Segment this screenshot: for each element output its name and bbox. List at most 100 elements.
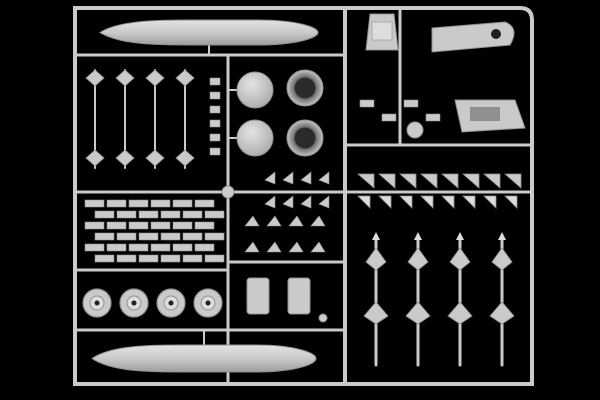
- brick-part: [150, 243, 171, 252]
- triangular-fin-small: [462, 195, 476, 209]
- tail-fin: [300, 171, 312, 185]
- triangular-fin: [503, 173, 522, 189]
- round-disc: [236, 71, 274, 109]
- small-lever: [425, 113, 441, 122]
- seat-detail: [371, 21, 393, 41]
- missile-fin-top: [85, 69, 105, 87]
- missile-fin-bottom: [175, 149, 195, 167]
- brick-part: [106, 199, 127, 208]
- brick-part: [116, 210, 137, 219]
- brick-part: [128, 243, 149, 252]
- brick-part: [84, 243, 105, 252]
- brick-part: [194, 221, 215, 230]
- triangular-fin-small: [399, 195, 413, 209]
- triangular-fin: [356, 173, 375, 189]
- small-bracket: [209, 147, 221, 156]
- brick-part: [182, 210, 203, 219]
- brick-part: [172, 221, 193, 230]
- panel-part: [287, 277, 311, 315]
- small-lever: [381, 113, 397, 122]
- ring-part: [286, 119, 324, 157]
- brick-part: [84, 199, 105, 208]
- arm-hole: [491, 29, 501, 39]
- brick-part: [138, 232, 159, 241]
- triangular-fin-small: [504, 195, 518, 209]
- brick-part: [94, 210, 115, 219]
- small-bracket: [209, 77, 221, 86]
- triangular-fin-small: [378, 195, 392, 209]
- missile-large-fin-top: [365, 247, 387, 271]
- wheel-axle-hole: [131, 300, 137, 306]
- missile-fin-bottom: [85, 149, 105, 167]
- tail-fin-large: [310, 215, 326, 227]
- brick-part: [204, 232, 225, 241]
- triangular-fin: [419, 173, 438, 189]
- brick-part: [116, 232, 137, 241]
- triangular-fin: [377, 173, 396, 189]
- missile-fin-top: [175, 69, 195, 87]
- tail-fin-large: [288, 241, 304, 253]
- tail-fin: [282, 195, 294, 209]
- missile-large-fin-bottom: [489, 301, 515, 325]
- brick-part: [204, 210, 225, 219]
- mechanism-wheel: [406, 121, 424, 139]
- brick-part: [138, 254, 159, 263]
- triangular-fin: [461, 173, 480, 189]
- missile-large-fin-bottom: [363, 301, 389, 325]
- triangular-fin: [398, 173, 417, 189]
- tail-fin-large: [288, 215, 304, 227]
- triangular-fin: [482, 173, 501, 189]
- brick-part: [160, 254, 181, 263]
- missile-large-nose: [456, 232, 464, 240]
- tail-fin: [264, 195, 276, 209]
- brick-part: [128, 221, 149, 230]
- small-bracket: [209, 105, 221, 114]
- mechanism-recess: [470, 107, 500, 121]
- missile-large-fin-top: [407, 247, 429, 271]
- triangular-fin: [440, 173, 459, 189]
- brick-part: [94, 254, 115, 263]
- missile-large-nose: [498, 232, 506, 240]
- brick-part: [182, 254, 203, 263]
- missile-large-fin-top: [449, 247, 471, 271]
- small-peg: [318, 313, 328, 323]
- missile-fin-top: [115, 69, 135, 87]
- triangular-fin-small: [441, 195, 455, 209]
- small-lever: [359, 99, 375, 108]
- tail-fin-large: [244, 215, 260, 227]
- missile-large-nose: [372, 232, 380, 240]
- small-lever: [403, 99, 419, 108]
- brick-part: [160, 232, 181, 241]
- brick-part: [194, 199, 215, 208]
- triangular-fin-small: [420, 195, 434, 209]
- missile-large-fin-bottom: [447, 301, 473, 325]
- wheel-axle-hole: [94, 300, 100, 306]
- round-disc: [236, 119, 274, 157]
- tail-fin-large: [266, 241, 282, 253]
- brick-part: [106, 221, 127, 230]
- missile-large-nose: [414, 232, 422, 240]
- brick-part: [84, 221, 105, 230]
- fuel-tank: [91, 344, 317, 373]
- missile-large-fin-bottom: [405, 301, 431, 325]
- brick-part: [128, 199, 149, 208]
- sprue-parts: [82, 13, 526, 373]
- missile-fin-top: [145, 69, 165, 87]
- tail-fin: [264, 171, 276, 185]
- brick-part: [172, 243, 193, 252]
- tail-fin-large: [266, 215, 282, 227]
- brick-part: [182, 232, 203, 241]
- outer-frame: [73, 6, 534, 386]
- sprue-hub: [221, 185, 235, 199]
- tail-fin: [300, 195, 312, 209]
- brick-part: [94, 232, 115, 241]
- triangular-fin-small: [357, 195, 371, 209]
- missile-large-fin-top: [491, 247, 513, 271]
- brick-part: [150, 199, 171, 208]
- small-bracket: [209, 119, 221, 128]
- ring-part: [286, 69, 324, 107]
- missile-fin-bottom: [115, 149, 135, 167]
- brick-part: [150, 221, 171, 230]
